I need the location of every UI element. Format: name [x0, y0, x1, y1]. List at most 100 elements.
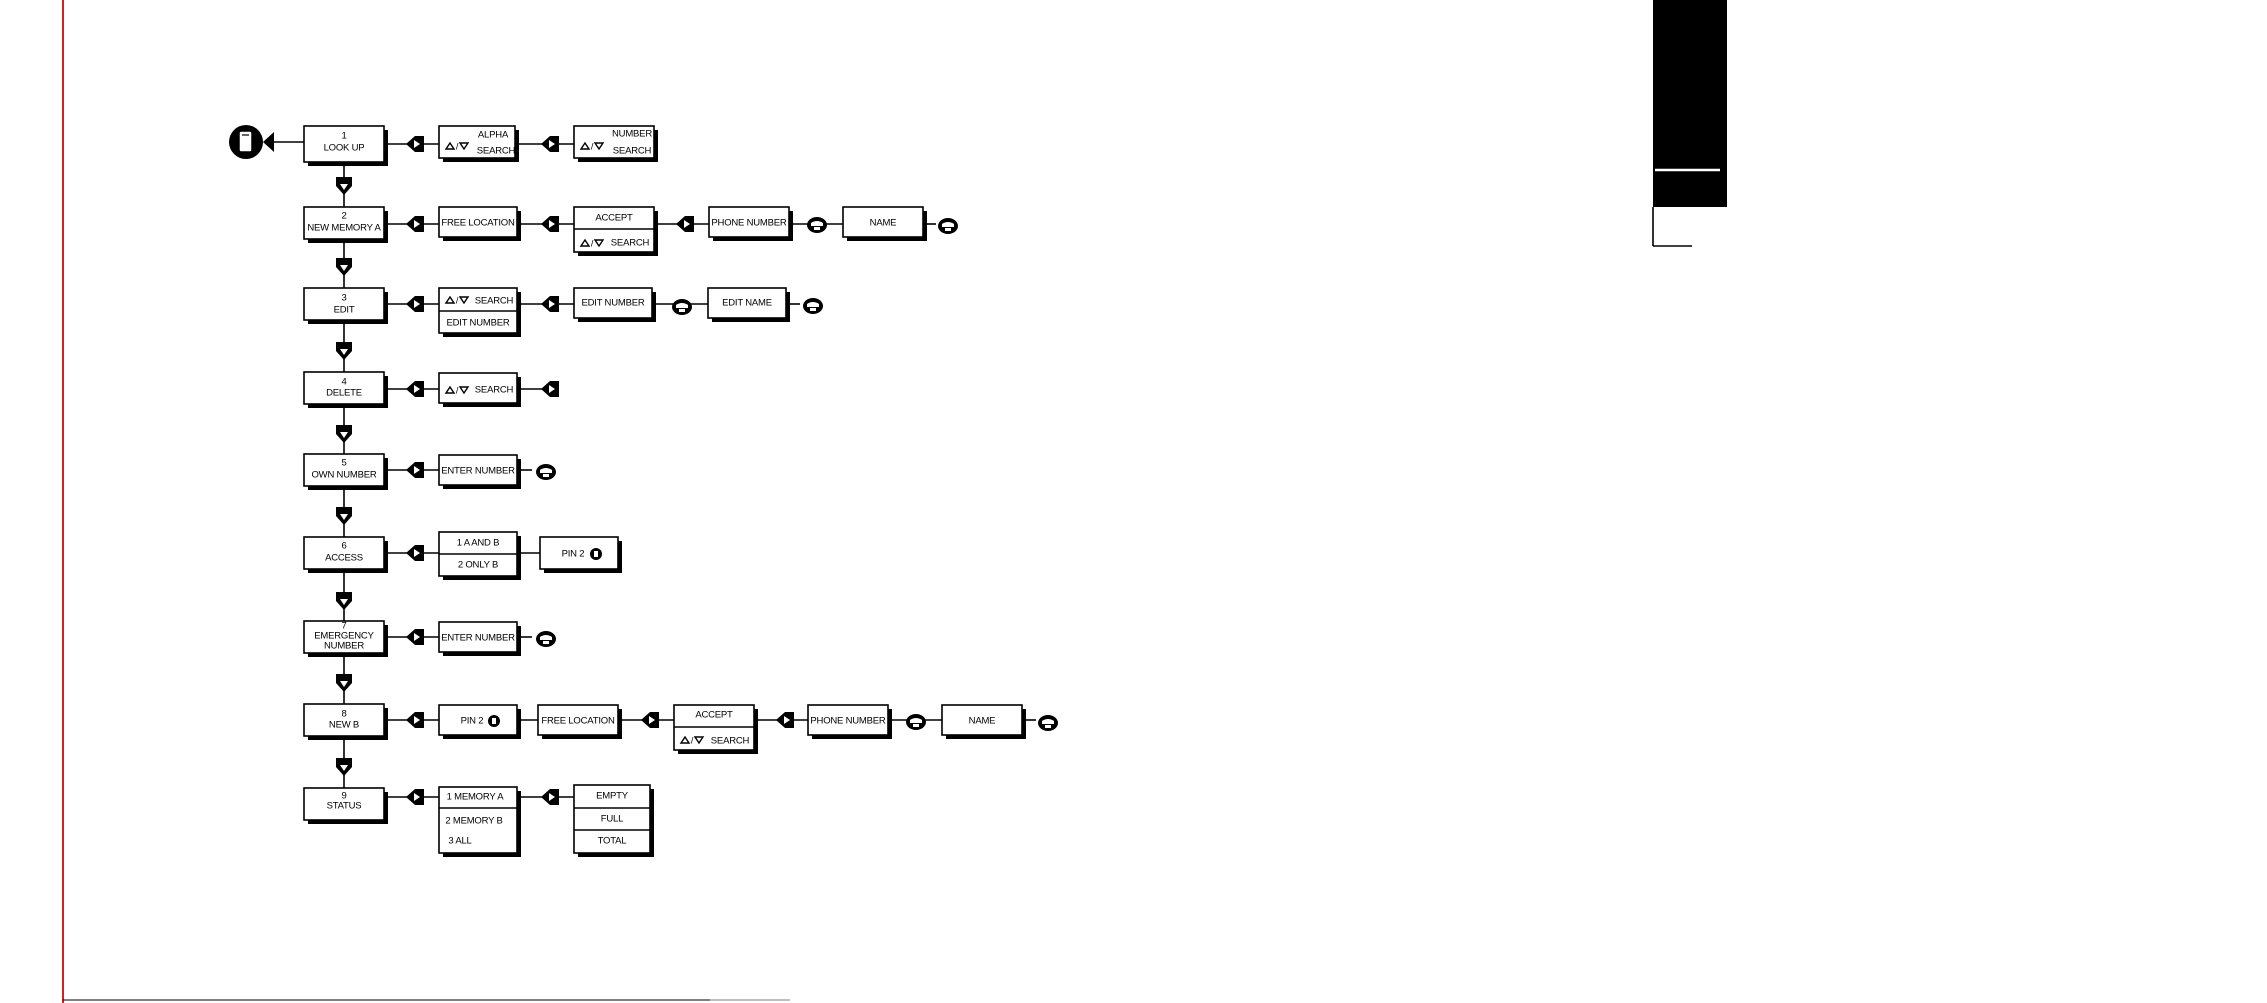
only-b-option[interactable]: 2 ONLY B	[458, 560, 498, 571]
pin2-label: PIN 2	[562, 549, 585, 560]
menu-item-8-number: 8	[341, 709, 346, 720]
nav-arrow-icon	[776, 712, 794, 728]
nav-arrow-icon	[406, 296, 424, 312]
name-label: NAME	[870, 218, 897, 229]
phone-number-box[interactable]: PHONE NUMBER	[708, 206, 793, 241]
empty-label: EMPTY	[596, 791, 629, 802]
menu-item-9[interactable]: 9 STATUS	[303, 787, 388, 824]
menu-item-7[interactable]: 7 EMERGENCY NUMBER	[303, 620, 388, 657]
enter-number-label: ENTER NUMBER	[441, 633, 515, 644]
name-label: NAME	[969, 716, 996, 727]
free-location-label: FREE LOCATION	[541, 716, 615, 727]
nav-arrow-icon	[406, 789, 424, 805]
nav-arrow-icon	[406, 216, 424, 232]
menu-item-5[interactable]: 5 OWN NUMBER	[303, 453, 388, 490]
enter-number-box[interactable]: ENTER NUMBER	[438, 454, 521, 489]
menu-item-6-label: ACCESS	[325, 553, 363, 564]
menu-item-1-number: 1	[341, 131, 346, 142]
menu-item-2[interactable]: 2 NEW MEMORY A	[303, 206, 388, 243]
menu-item-7-number: 7	[341, 621, 346, 632]
nav-arrow-icon	[676, 216, 694, 232]
status-memory-box[interactable]: 1 MEMORY A 2 MEMORY B 3 ALL	[438, 786, 521, 857]
accept-search-box[interactable]: ACCEPT SEARCH	[573, 206, 658, 256]
nav-arrow-icon	[641, 712, 659, 728]
search-label: SEARCH	[711, 736, 750, 747]
nav-arrow-icon	[336, 674, 352, 692]
free-location-label: FREE LOCATION	[441, 218, 515, 229]
search-label: SEARCH	[475, 296, 514, 307]
access-options-box[interactable]: 1 A AND B 2 ONLY B	[438, 531, 521, 580]
nav-arrow-icon	[541, 789, 559, 805]
pin2-box[interactable]: PIN 2	[539, 536, 622, 573]
all-option[interactable]: 3 ALL	[448, 836, 472, 847]
accept-label: ACCEPT	[595, 213, 633, 224]
new-b-pin2-box[interactable]: PIN 2	[438, 704, 521, 739]
nav-arrow-icon	[406, 712, 424, 728]
new-b-phone-number-box[interactable]: PHONE NUMBER	[807, 704, 892, 739]
menu-item-8[interactable]: 8 NEW B	[303, 703, 388, 740]
chapter-tab	[1652, 0, 1727, 247]
pin-key-icon	[590, 548, 602, 560]
handset-icon	[672, 299, 692, 315]
menu-item-8-label: NEW B	[329, 720, 359, 731]
name-box[interactable]: NAME	[842, 206, 927, 241]
handset-icon	[536, 464, 556, 480]
handset-icon	[803, 298, 823, 314]
nav-arrow-icon	[336, 592, 352, 610]
total-label: TOTAL	[598, 836, 627, 847]
memory-b-option[interactable]: 2 MEMORY B	[445, 816, 503, 827]
nav-arrow-icon	[336, 258, 352, 276]
nav-arrow-icon	[406, 381, 424, 397]
menu-item-2-label: NEW MEMORY A	[307, 223, 381, 234]
edit-number-label: EDIT NUMBER	[446, 318, 509, 329]
full-label: FULL	[601, 814, 623, 825]
nav-arrow-icon	[336, 342, 352, 360]
handset-icon	[1038, 715, 1058, 731]
nav-arrow-icon	[406, 462, 424, 478]
menu-item-5-number: 5	[341, 458, 346, 469]
a-and-b-option[interactable]: 1 A AND B	[457, 538, 500, 549]
new-b-accept-search-box[interactable]: ACCEPT SEARCH	[673, 704, 758, 754]
enter-number-label: ENTER NUMBER	[441, 466, 515, 477]
edit-search-box[interactable]: SEARCH EDIT NUMBER	[438, 287, 521, 337]
status-result-box[interactable]: EMPTY FULL TOTAL	[573, 784, 654, 857]
menu-item-4[interactable]: 4 DELETE	[303, 371, 388, 408]
nav-arrow-icon	[541, 216, 559, 232]
delete-search-box[interactable]: SEARCH	[438, 372, 521, 407]
search-label: SEARCH	[613, 146, 652, 157]
menu-item-1[interactable]: 1 LOOK UP	[303, 125, 388, 166]
nav-arrow-icon	[406, 136, 424, 152]
accept-label: ACCEPT	[695, 710, 733, 721]
handset-icon	[807, 217, 827, 233]
menu-item-4-number: 4	[341, 377, 346, 388]
menu-item-6-number: 6	[341, 541, 346, 552]
edit-name-box[interactable]: EDIT NAME	[707, 287, 790, 322]
menu-item-3[interactable]: 3 EDIT	[303, 287, 388, 324]
emergency-enter-number-box[interactable]: ENTER NUMBER	[438, 621, 521, 656]
handset-icon	[906, 714, 926, 730]
alpha-label: ALPHA	[478, 130, 509, 141]
menu-item-2-number: 2	[341, 211, 346, 222]
handset-icon	[938, 218, 958, 234]
search-label: SEARCH	[611, 238, 650, 249]
nav-arrow-icon	[541, 296, 559, 312]
menu-item-7-label: EMERGENCY	[314, 631, 374, 642]
edit-number-box[interactable]: EDIT NUMBER	[573, 287, 656, 322]
pin-key-icon	[488, 715, 500, 727]
menu-item-6[interactable]: 6 ACCESS	[303, 536, 388, 573]
new-b-name-box[interactable]: NAME	[941, 704, 1026, 739]
nav-arrow-icon	[336, 177, 352, 195]
number-search-box[interactable]: NUMBER SEARCH	[573, 125, 658, 162]
nav-arrow-icon	[541, 136, 559, 152]
nav-arrow-icon	[406, 545, 424, 561]
search-label: SEARCH	[475, 385, 514, 396]
edit-name-label: EDIT NAME	[722, 298, 772, 309]
pin2-label: PIN 2	[461, 716, 484, 727]
menu-item-3-label: EDIT	[334, 305, 355, 316]
alpha-search-box[interactable]: ALPHA SEARCH	[438, 125, 519, 162]
free-location-box[interactable]: FREE LOCATION	[438, 206, 521, 241]
nav-arrow-icon	[336, 758, 352, 776]
new-b-free-location-box[interactable]: FREE LOCATION	[537, 704, 622, 739]
memory-a-option[interactable]: 1 MEMORY A	[447, 792, 505, 803]
